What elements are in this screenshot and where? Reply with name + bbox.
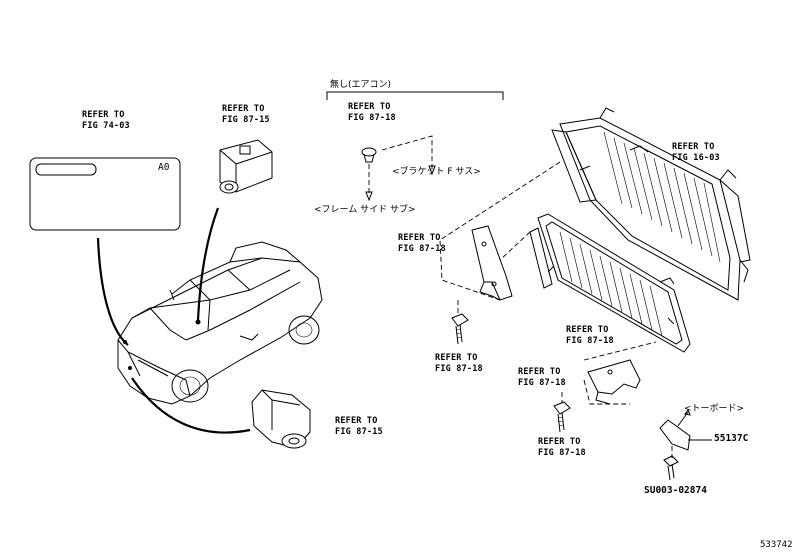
- ref-fig-87-18-condenser[interactable]: REFER TO FIG 87-18: [566, 325, 614, 347]
- ref-line2: FIG 87-15: [222, 115, 270, 125]
- ref-fig-87-18-clip[interactable]: REFER TO FIG 87-18: [348, 102, 396, 124]
- ref-line2: FIG 87-18: [348, 113, 396, 123]
- label-plate[interactable]: [29, 157, 181, 231]
- ref-line1: REFER TO: [82, 110, 125, 120]
- ref-fig-87-18-bolt-lower[interactable]: REFER TO FIG 87-18: [538, 437, 586, 459]
- bolt-left[interactable]: [451, 313, 469, 345]
- ref-fig-87-18-bracket-left[interactable]: REFER TO FIG 87-18: [398, 233, 446, 255]
- condenser[interactable]: [529, 213, 691, 353]
- ref-fig-87-18-bracket-lower[interactable]: REFER TO FIG 87-18: [518, 367, 566, 389]
- sensor-bottom[interactable]: [251, 389, 311, 449]
- leader-label-plate: [96, 237, 129, 346]
- bracket-f-sub-leader: [381, 135, 433, 170]
- ref-line1: REFER TO: [672, 142, 715, 152]
- ref-line1: REFER TO: [518, 367, 561, 377]
- ref-fig-87-15-top[interactable]: REFER TO FIG 87-15: [222, 104, 270, 126]
- note-no-aircon: 無し(エアコン): [330, 80, 392, 90]
- ref-line2: FIG 74-03: [82, 121, 130, 131]
- bracket-left[interactable]: [471, 225, 513, 301]
- ref-line2: FIG 16-03: [672, 153, 720, 163]
- no-aircon-bracket: [326, 91, 504, 100]
- ref-fig-74-03[interactable]: REFER TO FIG 74-03: [82, 110, 130, 132]
- note-bracket-f-sub: <ブラケット F サス>: [392, 167, 481, 177]
- sensor-top[interactable]: [219, 139, 273, 194]
- leader-sensor-top: [196, 207, 220, 321]
- ref-line2: FIG 87-18: [538, 448, 586, 458]
- ref-line1: REFER TO: [538, 437, 581, 447]
- part-number-55137c[interactable]: 55137C: [714, 433, 749, 444]
- leader-sensor-bottom: [131, 377, 251, 434]
- ref-line1: REFER TO: [335, 416, 378, 426]
- ref-line2: FIG 87-18: [518, 378, 566, 388]
- ref-line2: FIG 87-18: [398, 244, 446, 254]
- ref-line2: FIG 87-18: [566, 336, 614, 346]
- ref-fig-16-03[interactable]: REFER TO FIG 16-03: [672, 142, 720, 164]
- bracket-lower[interactable]: [587, 359, 641, 405]
- car-illustration: [117, 241, 323, 405]
- part-55137c[interactable]: [659, 408, 712, 451]
- part-su003-02874[interactable]: [663, 446, 679, 481]
- ref-line2: FIG 87-18: [435, 364, 483, 374]
- clip[interactable]: [361, 147, 377, 202]
- note-toe-board: <トーボード>: [684, 404, 745, 414]
- ref-line1: REFER TO: [222, 104, 265, 114]
- ref-fig-87-18-bolt-left[interactable]: REFER TO FIG 87-18: [435, 353, 483, 375]
- part-number-su003-02874[interactable]: SU003-02874: [644, 485, 707, 496]
- bolt-lower[interactable]: [553, 401, 571, 433]
- figure-number: 533742: [760, 540, 793, 550]
- ref-line1: REFER TO: [348, 102, 391, 112]
- ref-line1: REFER TO: [566, 325, 609, 335]
- radiator-dashed-left: [439, 161, 561, 301]
- ref-fig-87-15-bottom[interactable]: REFER TO FIG 87-15: [335, 416, 383, 438]
- ref-line2: FIG 87-15: [335, 427, 383, 437]
- radiator[interactable]: [551, 107, 751, 301]
- note-frame-side-sub: <フレーム サイド サブ>: [314, 205, 416, 215]
- ref-line1: REFER TO: [435, 353, 478, 363]
- label-plate-code: A0: [158, 162, 170, 173]
- ref-line1: REFER TO: [398, 233, 441, 243]
